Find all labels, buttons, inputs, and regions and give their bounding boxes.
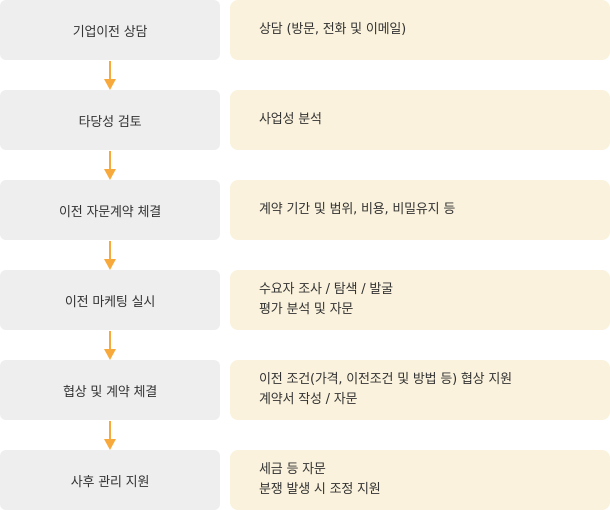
arrow-down-icon (104, 61, 116, 90)
process-step-5: 협상 및 계약 체결 이전 조건(가격, 이전조건 및 방법 등) 협상 지원 … (0, 360, 610, 420)
step-label: 기업이전 상담 (72, 24, 148, 40)
step-detail-line: 분쟁 발생 시 조정 지원 (259, 482, 381, 497)
step-label-box: 이전 자문계약 체결 (0, 180, 220, 240)
step-label: 타당성 검토 (78, 114, 142, 130)
step-detail-line: 평가 분석 및 자문 (259, 302, 354, 317)
step-detail-line: 이전 조건(가격, 이전조건 및 방법 등) 협상 지원 (259, 372, 512, 387)
step-detail-box: 세금 등 자문 분쟁 발생 시 조정 지원 (230, 450, 610, 510)
process-step-1: 기업이전 상담 상담 (방문, 전화 및 이메일) (0, 0, 610, 60)
step-detail-line: 세금 등 자문 (259, 462, 326, 477)
arrow-down-icon (104, 241, 116, 270)
arrow-down-icon (104, 151, 116, 180)
process-step-2: 타당성 검토 사업성 분석 (0, 90, 610, 150)
step-label-box: 이전 마케팅 실시 (0, 270, 220, 330)
process-step-4: 이전 마케팅 실시 수요자 조사 / 탐색 / 발굴 평가 분석 및 자문 (0, 270, 610, 330)
step-label: 이전 자문계약 체결 (59, 204, 161, 220)
step-detail-box: 상담 (방문, 전화 및 이메일) (230, 0, 610, 60)
step-label: 사후 관리 지원 (70, 474, 150, 490)
step-label-box: 사후 관리 지원 (0, 450, 220, 510)
step-detail-line: 계약서 작성 / 자문 (259, 392, 358, 407)
step-label: 이전 마케팅 실시 (64, 294, 156, 310)
arrow-down-icon (104, 421, 116, 450)
step-detail-box: 계약 기간 및 범위, 비용, 비밀유지 등 (230, 180, 610, 240)
arrow-down-icon (104, 331, 116, 360)
step-detail-line: 사업성 분석 (259, 112, 322, 127)
process-step-6: 사후 관리 지원 세금 등 자문 분쟁 발생 시 조정 지원 (0, 450, 610, 510)
step-label-box: 협상 및 계약 체결 (0, 360, 220, 420)
step-label: 협상 및 계약 체결 (62, 384, 158, 400)
step-detail-box: 수요자 조사 / 탐색 / 발굴 평가 분석 및 자문 (230, 270, 610, 330)
step-detail-box: 사업성 분석 (230, 90, 610, 150)
step-detail-line: 상담 (방문, 전화 및 이메일) (259, 22, 407, 37)
step-detail-box: 이전 조건(가격, 이전조건 및 방법 등) 협상 지원 계약서 작성 / 자문 (230, 360, 610, 420)
step-label-box: 타당성 검토 (0, 90, 220, 150)
process-step-3: 이전 자문계약 체결 계약 기간 및 범위, 비용, 비밀유지 등 (0, 180, 610, 240)
step-detail-line: 수요자 조사 / 탐색 / 발굴 (259, 282, 393, 297)
step-detail-line: 계약 기간 및 범위, 비용, 비밀유지 등 (259, 202, 456, 217)
step-label-box: 기업이전 상담 (0, 0, 220, 60)
